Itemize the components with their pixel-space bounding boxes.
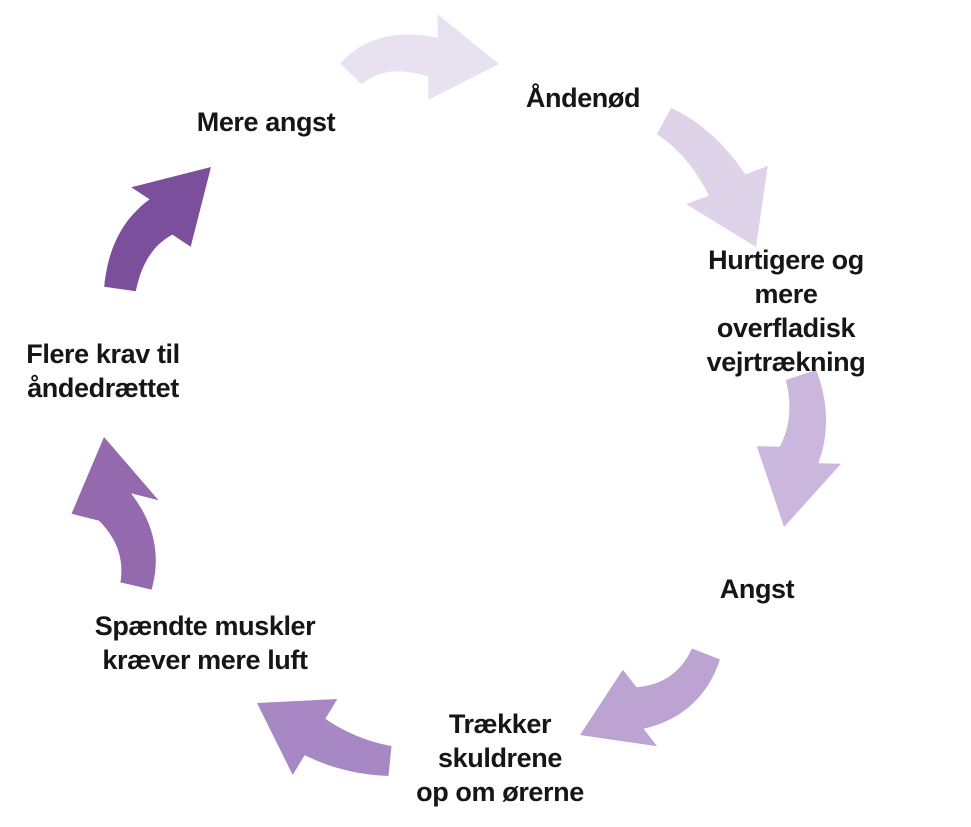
arrow-hurtigere-to-angst [756,370,842,527]
node-mere-angst: Mere angst [196,106,336,137]
node-angst: Angst [719,573,795,604]
arrow-flere-to-mere-angst [104,167,211,292]
arrow-angst-to-traekker [580,648,720,747]
node-flere: Flere krav til åndedrættet [26,338,180,403]
arrow-spaendte-to-flere [71,437,159,590]
arrow-mere-angst-to-aandenoed [340,14,499,100]
node-spaendte: Spændte muskler kræver mere luft [94,610,316,675]
arrow-traekker-to-spaendte [257,699,392,776]
node-traekker: Trækker skuldrene op om ørerne [416,708,584,808]
node-hurtigere: Hurtigere og mere overfladisk vejrtrækni… [706,244,866,378]
arrow-aandenoed-to-hurtigere [656,107,768,248]
node-aandenoed: Åndenød [525,82,641,113]
